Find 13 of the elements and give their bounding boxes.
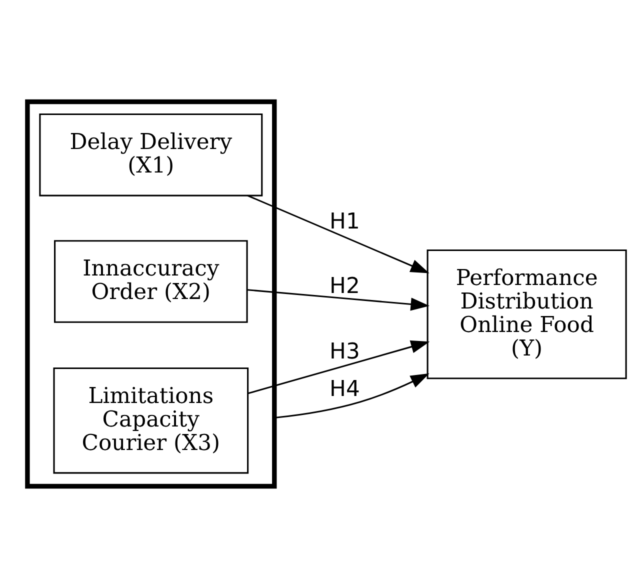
node-box: Delay Delivery (X1) — [39, 113, 263, 196]
arrow — [274, 373, 430, 419]
edge-label: H2 — [330, 274, 360, 299]
edge-label: H3 — [330, 339, 360, 364]
edge-label: H4 — [330, 376, 360, 402]
arrow — [247, 289, 430, 311]
node-box: Limitations Capacity Courier (X3) — [53, 367, 249, 474]
cluster — [25, 99, 277, 489]
node-box: Innaccuracy Order (X2) — [54, 240, 248, 323]
arrow — [247, 194, 430, 274]
node-box: Performance Distribution Online Food (Y) — [426, 249, 627, 380]
arrow — [248, 340, 430, 394]
edge-label: H1 — [330, 210, 360, 235]
